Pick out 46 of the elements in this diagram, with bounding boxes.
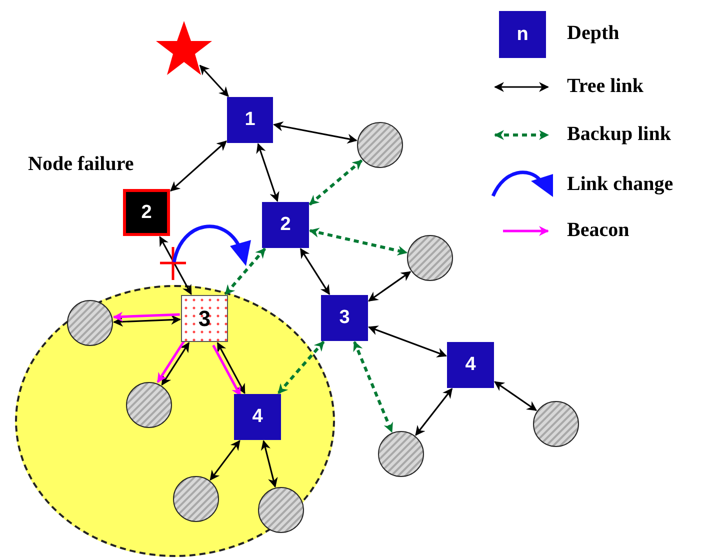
sink-star xyxy=(155,20,213,76)
tree-link-arrow xyxy=(415,388,453,436)
orphan-node-box: 3 xyxy=(181,295,228,342)
sensor-node-circle xyxy=(173,476,219,522)
backup-link-arrow xyxy=(309,228,408,256)
tree-link-arrow xyxy=(210,440,240,481)
tree-link-arrow xyxy=(300,248,330,295)
tree-link-arrow xyxy=(494,381,538,412)
depth-node-box: 1 xyxy=(227,97,273,143)
legend-label: Backup link xyxy=(567,123,671,146)
legend-label: Beacon xyxy=(567,219,630,242)
node-caption: Node failure xyxy=(28,153,134,176)
legend-label: Depth xyxy=(567,22,620,45)
failed-node-box: 2 xyxy=(123,189,170,236)
depth-node-box: 4 xyxy=(447,342,494,388)
tree-link-arrow xyxy=(170,140,227,192)
tree-link-arrow xyxy=(368,271,412,302)
depth-node-box: 3 xyxy=(321,295,368,341)
depth-node-box: 2 xyxy=(262,202,309,248)
sensor-node-circle xyxy=(357,122,403,168)
depth-node-box: 4 xyxy=(234,394,281,440)
beacon-arrow xyxy=(112,312,180,322)
sensor-node-circle xyxy=(126,382,172,428)
tree-link-arrow xyxy=(112,314,181,327)
legend-label: Link change xyxy=(567,173,674,196)
tree-link-arrow xyxy=(368,326,447,358)
beacon-arrow xyxy=(156,339,186,383)
sensor-node-circle xyxy=(533,401,579,447)
backup-link-arrow xyxy=(224,248,266,296)
tree-link-arrow xyxy=(256,143,280,202)
beacon-arrow xyxy=(212,344,242,396)
tree-link-arrow xyxy=(159,236,192,295)
backup-link-arrow xyxy=(353,341,394,433)
backup-link-arrow xyxy=(277,340,325,394)
tree-link-arrow xyxy=(260,440,278,488)
tree-link-arrow xyxy=(273,121,358,144)
tree-link-arrow xyxy=(216,342,246,394)
tree-link-arrow xyxy=(161,342,190,386)
sensor-node-circle xyxy=(258,487,304,533)
legend-label: Tree link xyxy=(567,75,644,98)
legend-depth-box: n xyxy=(499,11,546,58)
backup-link-arrow xyxy=(308,159,363,206)
sensor-node-circle xyxy=(67,300,113,346)
sensor-node-circle xyxy=(407,235,453,281)
tree-link-arrow xyxy=(199,64,229,97)
sensor-node-circle xyxy=(378,431,424,477)
